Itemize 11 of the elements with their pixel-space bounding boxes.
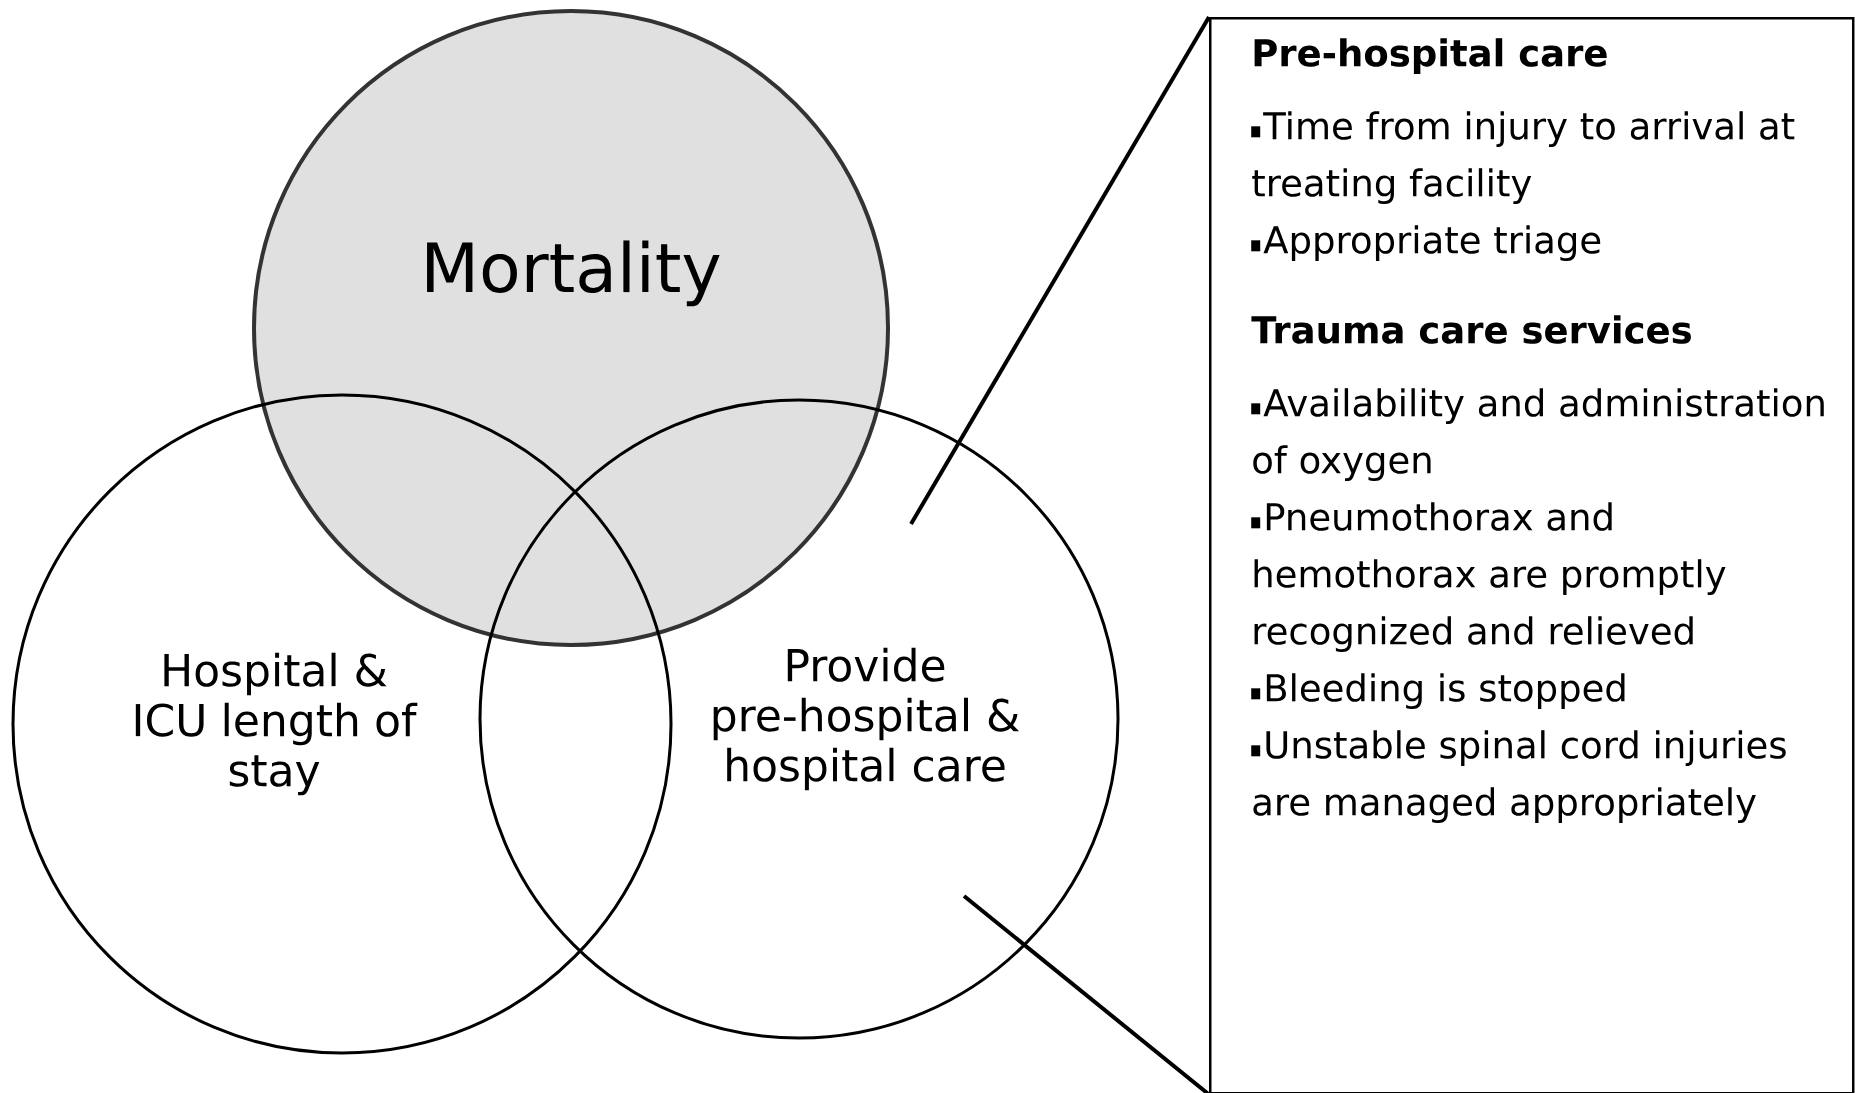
callout-line: [909, 16, 1211, 526]
info-box: [1209, 17, 1855, 1093]
bullet-item: Pneumothorax and hemothorax are promptly recognized and relieved: [1251, 502, 1726, 652]
bullet-item: Bleeding is stopped: [1251, 673, 1625, 709]
heading: Pre-hospital care: [1254, 38, 1607, 74]
bullet-item: Availability and administration of oxygen: [1251, 388, 1824, 481]
bullet-item: Unstable spinal cord injuries are managed appropriately: [1251, 730, 1786, 823]
bullet-item: Appropriate triage: [1251, 225, 1601, 261]
heading: Trauma care services: [1251, 315, 1691, 344]
bullet-item: Time from injury to arrival at treating facility: [1251, 111, 1795, 204]
callout-line: [962, 894, 1211, 1093]
